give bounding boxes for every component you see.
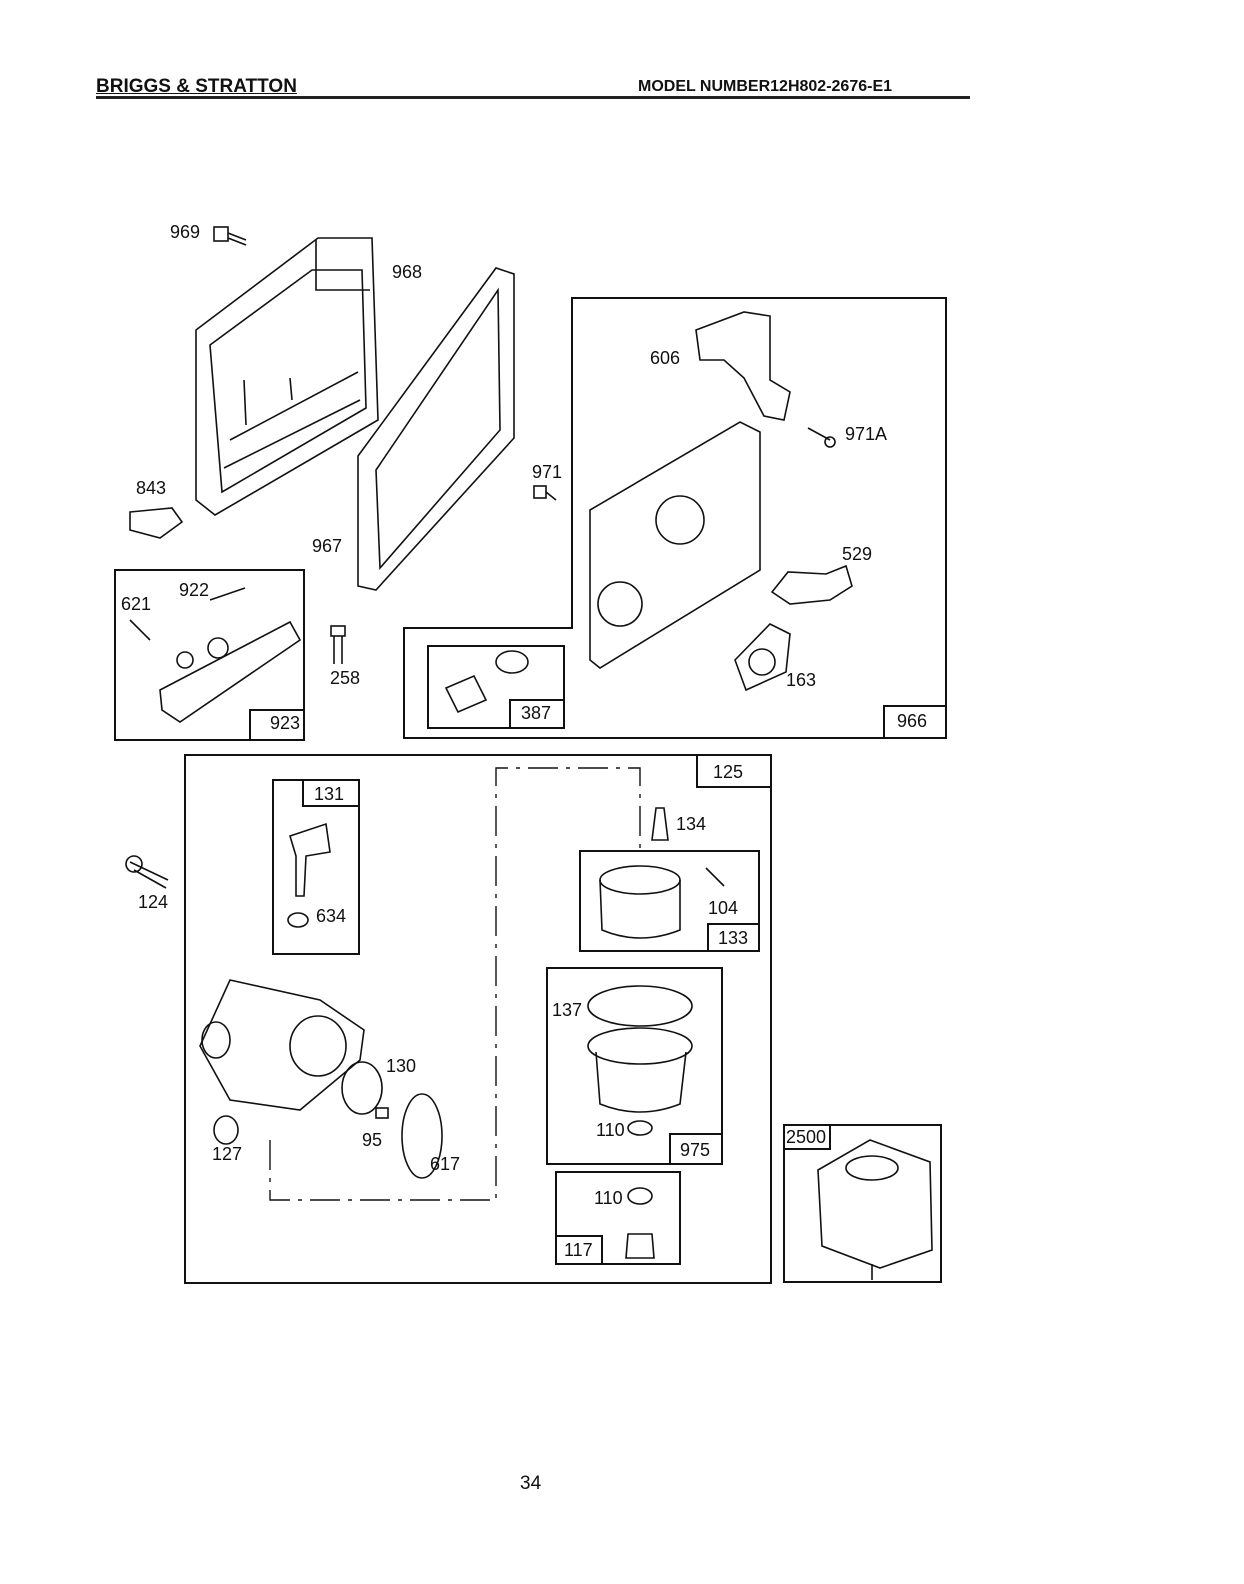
kit-923-box [114,569,305,741]
callout-529: 529 [842,544,872,564]
callout-110-plug: 110 [594,1188,623,1208]
bowl-137-part [587,985,693,1136]
fuel-filter-part [444,650,529,714]
callout-95: 95 [362,1130,382,1150]
kit-label-117: 117 [564,1240,593,1260]
float-133-part [599,865,725,939]
brand-title: BRIGGS & STRATTON [96,76,297,97]
bracket-606-part [695,311,791,421]
kit-label-2500: 2500 [786,1127,826,1147]
kit-966-box [403,297,947,739]
callout-163: 163 [786,670,816,690]
bolt-117-part [625,1187,655,1259]
screw-124-part [125,855,169,889]
o-ring-617-part [401,1093,443,1179]
callout-968: 968 [392,262,422,282]
kit-label-923: 923 [270,713,300,733]
float-needle-part [287,822,331,928]
callout-621: 621 [121,594,151,614]
kit-125-tag [696,754,772,788]
callout-971: 971 [532,462,562,482]
callout-134: 134 [676,814,706,834]
callout-922: 922 [179,580,209,600]
page-number: 34 [520,1473,542,1494]
kit-923-tag [249,709,305,741]
gasket-163-part [734,623,791,692]
callout-617: 617 [430,1154,460,1174]
kit-label-975: 975 [680,1140,710,1160]
engine-2500-tag [783,1124,831,1150]
carb-adapter-part [589,421,761,669]
callout-110-bowl: 110 [596,1120,625,1140]
kit-label-131: 131 [314,784,344,804]
foam-843-part [129,507,184,539]
screw-971-part [533,485,557,501]
kit-label-125: 125 [713,762,743,782]
callout-130: 130 [386,1056,416,1076]
kit-117-tag [555,1235,603,1265]
kit-133-box [579,850,760,952]
engine-2500-box [783,1124,942,1283]
assembly-path-lines [269,767,641,1201]
callout-606: 606 [650,348,680,368]
elbow-529-part [770,564,853,605]
callout-258: 258 [330,668,360,688]
kit-387-tag [509,699,565,729]
callout-127: 127 [212,1144,242,1164]
filter-967-part [357,267,515,591]
screw-969-part [213,226,247,246]
kit-133-tag [707,923,760,952]
header-rule [96,96,970,99]
engine-part [817,1139,933,1280]
callout-124: 124 [138,892,168,912]
model-number: MODEL NUMBER12H802-2676-E1 [638,78,893,95]
callout-969: 969 [170,222,200,242]
kit-label-966: 966 [897,711,927,731]
screw-971a-part [807,427,836,448]
callout-634: 634 [316,906,346,926]
callout-971a: 971A [845,424,887,444]
callout-104: 104 [708,898,738,918]
kit-117-box [555,1171,681,1265]
callout-843: 843 [136,478,166,498]
callout-137: 137 [552,1000,582,1020]
governor-bracket-part [129,587,302,723]
air-cleaner-base-part [195,237,379,516]
kit-975-box [546,967,723,1165]
kit-label-387: 387 [521,703,551,723]
screw-95-part [375,1107,389,1119]
kit-387-box [427,645,565,729]
kit-131-tag [302,779,360,807]
kit-966-tag [883,705,947,739]
kit-label-133: 133 [718,928,748,948]
kit-125-box [184,754,772,1284]
bolt-258-part [330,625,346,664]
plug-127-part [213,1115,239,1145]
diaphragm-130-part [341,1061,383,1115]
callout-967: 967 [312,536,342,556]
carburetor-body-part [199,979,365,1111]
needle-134-part [651,807,669,841]
kit-975-tag [669,1133,723,1165]
